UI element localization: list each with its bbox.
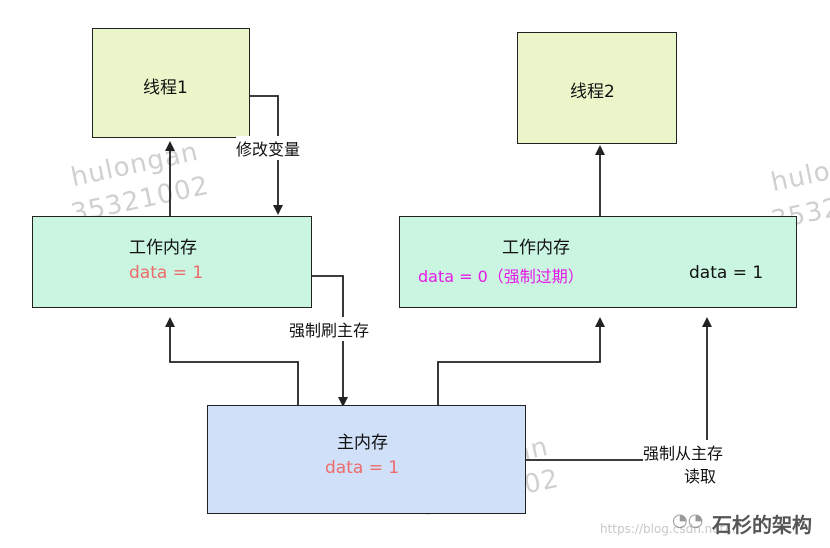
brand-icon: ◔◔	[672, 510, 704, 531]
label-reload-line2: 读取	[684, 463, 717, 487]
work-memory-1-title: 工作内存	[129, 238, 197, 258]
work-memory-2-expired-value: data = 0（强制过期）	[418, 267, 584, 286]
work-memory-2: 工作内存 data = 0（强制过期） data = 1	[399, 216, 797, 308]
thread2-box: 线程2	[517, 32, 677, 144]
label-reload-line1: 强制从主存	[643, 440, 724, 464]
footer-url: https://blog.csdn.net/...	[600, 522, 740, 536]
thread2-label: 线程2	[570, 82, 615, 102]
label-modify-variable: 修改变量	[236, 136, 301, 160]
thread1-box: 线程1	[92, 28, 250, 138]
work-memory-1-value: data = 1	[129, 263, 204, 283]
main-memory: 主内存 data = 1	[207, 405, 526, 514]
thread1-label: 线程1	[143, 78, 188, 98]
work-memory-2-title: 工作内存	[502, 238, 570, 258]
footer-brand: 石杉的架构	[712, 513, 812, 537]
work-memory-2-new-value: data = 1	[689, 263, 764, 283]
main-memory-title: 主内存	[337, 433, 388, 453]
work-memory-1: 工作内存 data = 1	[32, 216, 312, 308]
label-flush-main: 强制刷主存	[289, 317, 370, 341]
main-memory-value: data = 1	[325, 458, 400, 478]
